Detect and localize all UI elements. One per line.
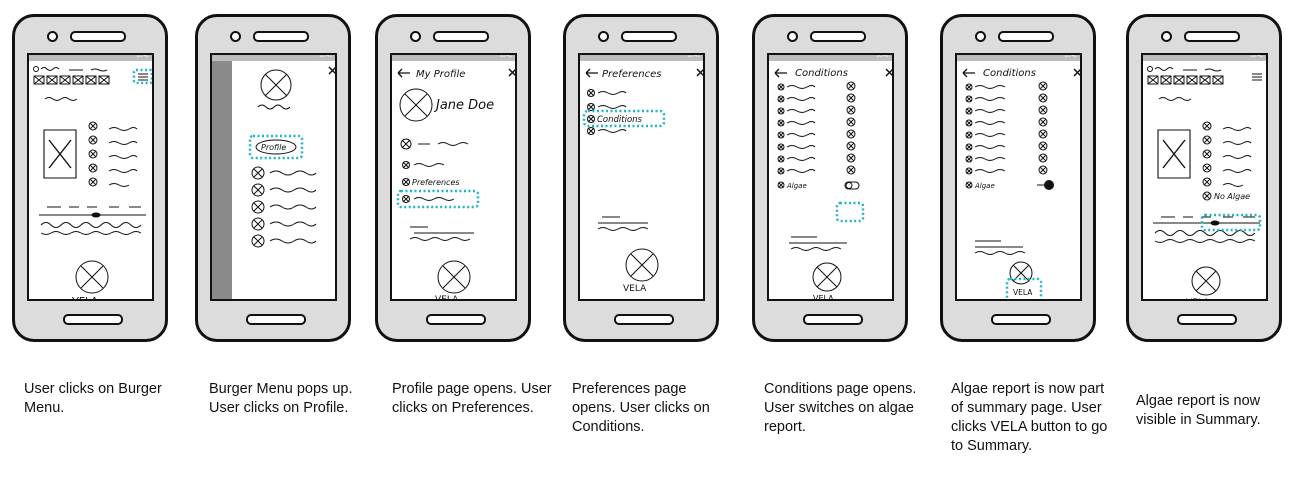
vela-highlight (1005, 277, 1043, 299)
home-button (63, 314, 123, 325)
home-button (1177, 314, 1237, 325)
status-bar: 10:41 (212, 55, 335, 61)
profile-sketch: My Profile Jane Doe Preferences VELA (396, 68, 515, 301)
algae-label: Algae (786, 182, 807, 190)
home-button (614, 314, 674, 325)
status-bar: 10:41 (392, 55, 515, 61)
status-bar: 10:41 (1143, 55, 1266, 61)
camera-icon (410, 31, 421, 42)
conditions-highlight (582, 109, 666, 128)
conditions-on-sketch: Conditions Algae VELA (962, 68, 1080, 299)
caption-1: User clicks on Burger Menu. (24, 381, 162, 416)
phone-screen-1: 10:41 (27, 53, 154, 301)
caption-2: Burger Menu pops up. User clicks on Prof… (209, 381, 353, 416)
home-button (991, 314, 1051, 325)
speaker-grille (70, 31, 126, 42)
status-bar: 10:41 (29, 55, 152, 61)
phone-screen-3: 10:41 My Profile Jane Doe Preferences (390, 53, 517, 301)
phone-frame-7: 10:41 (1126, 14, 1282, 342)
menu-sketch: Profile (212, 61, 335, 299)
phone-frame-4: 10:41 Preferences Conditions VELA (563, 14, 719, 342)
status-bar: 10:41 (769, 55, 892, 61)
caption-3: Profile page opens. User clicks on Prefe… (392, 381, 552, 416)
camera-icon (1161, 31, 1172, 42)
caption-4: Preferences page opens. User clicks on C… (572, 381, 710, 435)
phone-frame-6: 10:41 Conditions Algae (940, 14, 1096, 342)
preferences-menu-item: Preferences (412, 178, 460, 187)
vela-logo-text: VELA (1186, 298, 1210, 301)
home-button (803, 314, 863, 325)
algae-toggle-highlight (835, 201, 865, 223)
camera-icon (598, 31, 609, 42)
no-algae-label: No Algae (1214, 192, 1250, 201)
speaker-grille (998, 31, 1054, 42)
vela-button: VELA (1013, 288, 1033, 297)
camera-icon (47, 31, 58, 42)
algae-label: Algae (974, 182, 995, 190)
vela-logo-text: VELA (72, 296, 98, 301)
phone-screen-7: 10:41 (1141, 53, 1268, 301)
burger-highlight (132, 68, 152, 85)
home-button (246, 314, 306, 325)
preferences-sketch: Preferences Conditions VELA (582, 68, 703, 294)
camera-icon (230, 31, 241, 42)
profile-menu-item: Profile (261, 143, 286, 152)
phone-screen-5: 10:41 (767, 53, 894, 301)
conditions-sketch: Conditions Algae VELA (774, 68, 892, 301)
conditions-title: Conditions (795, 68, 848, 79)
summary-sketch: VELA (33, 66, 152, 301)
phone-frame-3: 10:41 My Profile Jane Doe Preferences (375, 14, 531, 342)
preferences-highlight (396, 189, 480, 209)
phone-screen-4: 10:41 Preferences Conditions VELA (578, 53, 705, 301)
conditions-menu-item: Conditions (597, 115, 643, 125)
status-bar: 10:41 (957, 55, 1080, 61)
vela-logo-text: VELA (813, 294, 834, 301)
profile-title: My Profile (416, 69, 465, 80)
speaker-grille (1184, 31, 1240, 42)
user-name: Jane Doe (433, 98, 494, 113)
caption-6: Algae report is now part of summary page… (951, 381, 1108, 454)
camera-icon (975, 31, 986, 42)
caption-5: Conditions page opens. User switches on … (764, 381, 917, 435)
summary-with-algae-sketch: No Algae VELA (1147, 66, 1262, 301)
phone-screen-2: 10:41 Profile (210, 53, 337, 301)
speaker-grille (433, 31, 489, 42)
vela-logo-text: VELA (435, 295, 459, 301)
speaker-grille (810, 31, 866, 42)
phone-screen-6: 10:41 Conditions Algae (955, 53, 1082, 301)
camera-icon (787, 31, 798, 42)
phone-frame-1: 10:41 (12, 14, 168, 342)
speaker-grille (253, 31, 309, 42)
preferences-title: Preferences (602, 69, 661, 80)
profile-highlight (248, 134, 304, 160)
caption-7: Algae report is now visible in Summary. (1136, 393, 1261, 428)
phone-frame-2: 10:41 Profile (195, 14, 351, 342)
vela-logo-text: VELA (623, 284, 647, 294)
speaker-grille (621, 31, 677, 42)
home-button (426, 314, 486, 325)
conditions-title: Conditions (983, 68, 1036, 79)
status-bar: 10:41 (580, 55, 703, 61)
phone-frame-5: 10:41 (752, 14, 908, 342)
algae-report-highlight (1200, 213, 1262, 232)
